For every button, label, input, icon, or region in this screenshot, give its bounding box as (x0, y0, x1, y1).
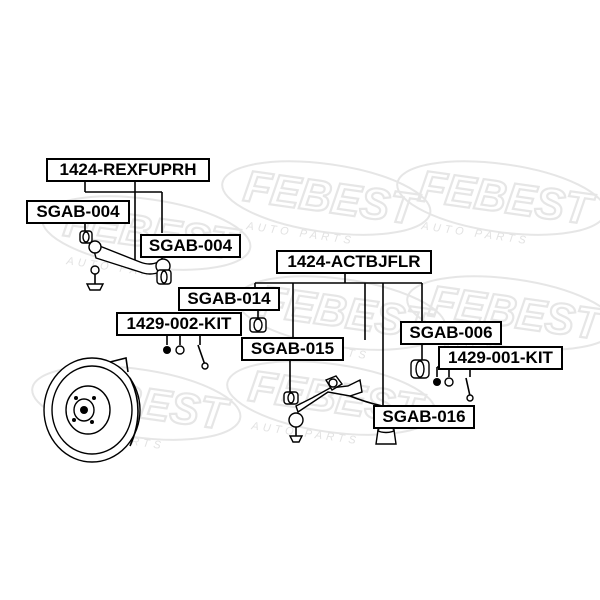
label-1429-002-kit: 1429-002-KIT (116, 312, 242, 336)
label-sgab-015: SGAB-015 (241, 337, 344, 361)
label-sgab-014: SGAB-014 (178, 287, 280, 311)
upper-bushings (79, 230, 172, 285)
label-sgab-004-right: SGAB-004 (140, 234, 241, 258)
watermark-subtitle: AUTO PARTS (420, 220, 531, 247)
label-1429-001-kit: 1429-001-KIT (438, 346, 563, 370)
label-1424-actbjflr: 1424-ACTBJFLR (276, 250, 432, 274)
bushing-015-part (283, 391, 299, 405)
leader-lines (84, 180, 471, 430)
watermark-subtitle: AUTO PARTS (245, 220, 356, 247)
label-sgab-006: SGAB-006 (400, 321, 502, 345)
label-1424-rexfuprh: 1424-REXFUPRH (46, 158, 210, 182)
watermark-subtitle: AUTO PARTS (250, 420, 361, 447)
lower-control-arm (288, 375, 383, 443)
kit-001-parts (433, 377, 474, 402)
brake-hub (43, 357, 141, 463)
bushing-006-part (410, 359, 430, 379)
bushing-014-part (249, 317, 267, 333)
label-sgab-004-left: SGAB-004 (26, 200, 130, 224)
kit-002-parts (163, 344, 209, 370)
bushing-016-part (375, 426, 397, 445)
label-sgab-016: SGAB-016 (373, 405, 475, 429)
